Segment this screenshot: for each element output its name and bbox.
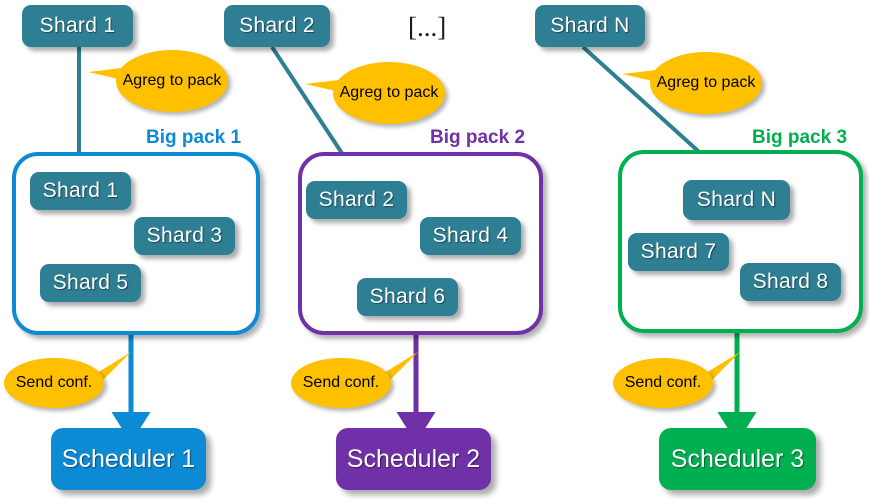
- pack2-shard-4[interactable]: Shard 4: [420, 217, 521, 255]
- agreg-callout-3-bubble: Agreg to pack: [650, 52, 762, 114]
- pack1-shard-5[interactable]: Shard 5: [40, 264, 141, 302]
- agreg-callout-2: Agreg to pack: [305, 62, 445, 128]
- pack3-shard-7-label: Shard 7: [640, 240, 717, 263]
- pack3-shard-7[interactable]: Shard 7: [628, 233, 729, 271]
- source-shard-n-label: Shard N: [550, 14, 630, 37]
- pack2-shard-2[interactable]: Shard 2: [306, 181, 407, 219]
- pack-label-1: Big pack 1: [146, 127, 242, 148]
- send-conf-callout-3: Send conf.: [613, 346, 743, 408]
- pack3-shard-n-label: Shard N: [696, 188, 777, 211]
- pack1-shard-3[interactable]: Shard 3: [134, 217, 235, 255]
- scheduler-1[interactable]: Scheduler 1: [51, 428, 206, 490]
- pack3-shard-8[interactable]: Shard 8: [740, 263, 841, 301]
- source-shard-1[interactable]: Shard 1: [22, 5, 133, 47]
- send-conf-callout-1-label: Send conf.: [15, 374, 93, 392]
- agreg-callout-2-bubble: Agreg to pack: [333, 62, 445, 124]
- agreg-callout-1: Agreg to pack: [88, 50, 228, 116]
- send-conf-callout-1-bubble: Send conf.: [4, 358, 104, 408]
- arrow-shard2-to-pack2: [270, 45, 362, 183]
- send-conf-callout-2-label: Send conf.: [302, 374, 380, 392]
- send-conf-callout-1: Send conf.: [4, 346, 134, 408]
- source-shard-2[interactable]: Shard 2: [224, 5, 330, 47]
- pack3-shard-n[interactable]: Shard N: [683, 180, 790, 220]
- scheduler-3-label: Scheduler 3: [670, 444, 805, 473]
- send-conf-callout-3-label: Send conf.: [624, 374, 702, 392]
- pack1-shard-1[interactable]: Shard 1: [30, 172, 131, 210]
- send-conf-callout-2-bubble: Send conf.: [291, 358, 391, 408]
- agreg-callout-1-bubble: Agreg to pack: [116, 50, 228, 112]
- source-shard-n[interactable]: Shard N: [535, 5, 645, 47]
- pack-box-3: [618, 150, 863, 333]
- pack-label-3: Big pack 3: [752, 127, 848, 148]
- ellipsis-label: [...]: [408, 12, 447, 42]
- send-conf-callout-3-bubble: Send conf.: [613, 358, 713, 408]
- scheduler-2-label: Scheduler 2: [346, 444, 481, 473]
- pack2-shard-6-label: Shard 6: [369, 285, 446, 308]
- scheduler-1-label: Scheduler 1: [61, 444, 196, 473]
- pack1-shard-3-label: Shard 3: [146, 224, 223, 247]
- pack2-shard-2-label: Shard 2: [318, 188, 395, 211]
- pack-label-2: Big pack 2: [430, 127, 526, 148]
- source-shard-2-label: Shard 2: [239, 14, 315, 37]
- agreg-callout-3-label: Agreg to pack: [656, 74, 756, 92]
- pack1-shard-1-label: Shard 1: [42, 179, 119, 202]
- pack1-shard-5-label: Shard 5: [52, 271, 129, 294]
- agreg-callout-3: Agreg to pack: [622, 52, 762, 118]
- pack3-shard-8-label: Shard 8: [752, 270, 829, 293]
- send-conf-callout-2: Send conf.: [291, 346, 421, 408]
- pack2-shard-4-label: Shard 4: [432, 224, 509, 247]
- source-shard-1-label: Shard 1: [39, 14, 116, 37]
- pack2-shard-6[interactable]: Shard 6: [357, 278, 458, 316]
- agreg-callout-2-label: Agreg to pack: [339, 84, 439, 102]
- scheduler-3[interactable]: Scheduler 3: [659, 428, 816, 490]
- scheduler-2[interactable]: Scheduler 2: [336, 428, 491, 490]
- agreg-callout-1-label: Agreg to pack: [122, 72, 222, 90]
